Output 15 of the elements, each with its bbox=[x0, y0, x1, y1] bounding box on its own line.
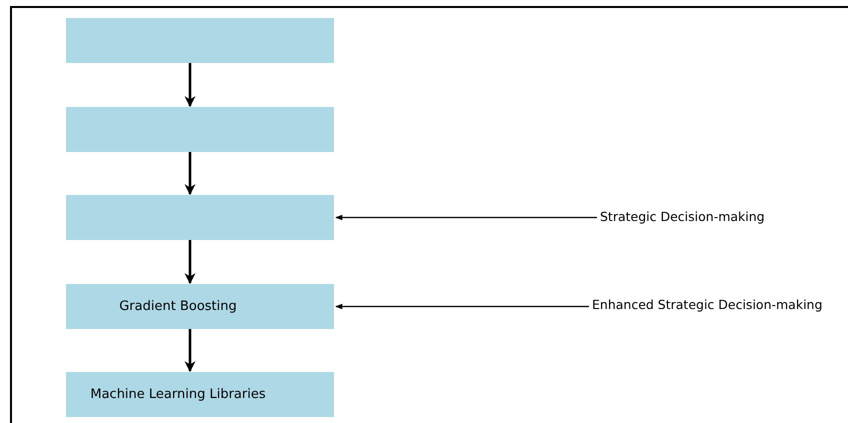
box-label: Gradient Boosting bbox=[119, 299, 237, 314]
process-box bbox=[66, 107, 334, 152]
annotation-text: Strategic Decision-making bbox=[600, 209, 765, 224]
arrow bbox=[335, 214, 597, 220]
arrow bbox=[184, 240, 196, 284]
arrow bbox=[335, 304, 589, 310]
arrow bbox=[184, 329, 196, 372]
box-label: Machine Learning Libraries bbox=[90, 387, 266, 402]
process-box bbox=[66, 18, 334, 63]
annotation-text: Enhanced Strategic Decision-making bbox=[592, 297, 822, 312]
process-box bbox=[66, 284, 334, 329]
arrow bbox=[184, 63, 196, 108]
process-box bbox=[66, 195, 334, 240]
process-box bbox=[66, 372, 334, 417]
arrow bbox=[184, 152, 196, 196]
